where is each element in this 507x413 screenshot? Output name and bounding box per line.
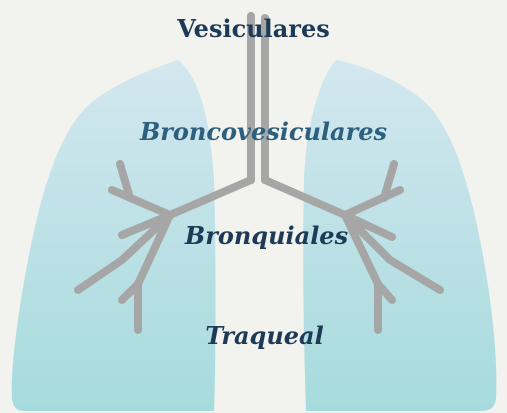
- label-bronquiales: Bronquiales: [13, 221, 507, 251]
- label-vesiculares: Vesiculares: [0, 14, 507, 44]
- label-traqueal: Traqueal: [11, 321, 507, 351]
- label-broncovesiculares: Broncovesiculares: [10, 117, 507, 147]
